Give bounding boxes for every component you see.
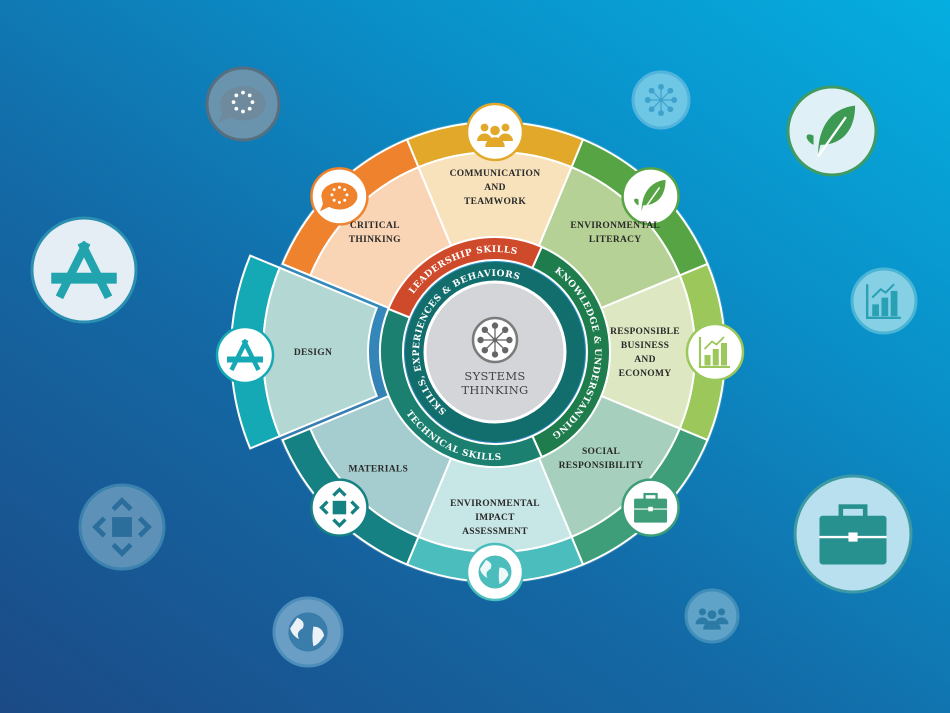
background-bubble-app-store-icon — [30, 216, 138, 324]
background-bubble-network-icon — [631, 70, 691, 130]
leaf-icon-badge[interactable] — [621, 167, 680, 226]
segment-fill — [262, 266, 379, 438]
arrows-icon — [319, 487, 360, 528]
app-store-icon — [51, 240, 117, 300]
leaf-icon — [806, 105, 856, 158]
segment-label: DESIGN — [294, 348, 332, 358]
people-icon — [477, 123, 513, 147]
speech-bubble-icon — [319, 182, 358, 212]
bar-chart-icon — [698, 336, 730, 369]
briefcase-icon-badge[interactable] — [621, 478, 680, 537]
network-icon — [477, 322, 513, 358]
app-store-icon — [227, 338, 263, 372]
arrows-icon — [92, 497, 152, 557]
app-store-icon-badge[interactable] — [215, 325, 275, 385]
background-bubble-bar-chart-icon — [850, 267, 918, 335]
bar-chart-icon — [866, 283, 901, 319]
background-bubble-briefcase-icon — [793, 474, 913, 594]
speech-bubble-icon-badge[interactable] — [310, 167, 369, 226]
briefcase-icon — [634, 492, 668, 523]
band-technical-skills — [379, 307, 544, 468]
globe-icon — [478, 555, 512, 589]
arrows-icon-badge[interactable] — [310, 478, 369, 537]
globe-icon — [288, 612, 328, 652]
segment-icons — [215, 102, 745, 602]
leaf-icon — [634, 179, 666, 214]
background-bubble-people-icon — [684, 588, 740, 644]
background-bubble-leaf-icon — [786, 85, 878, 177]
network-icon — [644, 83, 678, 117]
people-icon-badge[interactable] — [465, 102, 525, 162]
inner-ring — [405, 262, 585, 442]
background-bubble-speech-bubble-icon — [205, 66, 281, 142]
globe-icon-badge[interactable] — [465, 542, 525, 602]
background-bubble-globe-icon — [272, 596, 344, 668]
segment-label: MATERIALS — [349, 465, 409, 475]
bar-chart-icon-badge[interactable] — [685, 322, 745, 382]
people-icon — [695, 608, 729, 630]
background-bubbles — [30, 66, 918, 668]
briefcase-icon — [819, 504, 887, 565]
speech-bubble-icon — [218, 86, 266, 123]
background-bubble-arrows-icon — [78, 483, 166, 571]
